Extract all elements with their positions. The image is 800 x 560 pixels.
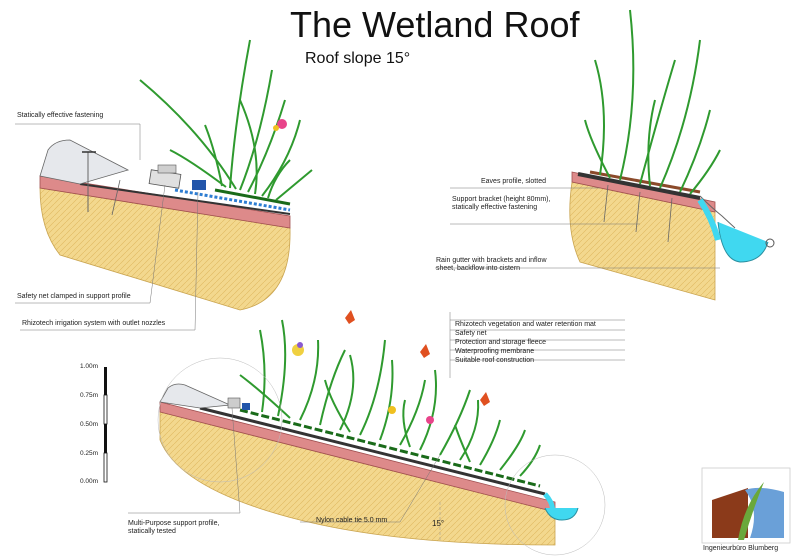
gutter-hook	[765, 238, 775, 248]
flower	[277, 119, 287, 129]
label-roof-construction: Suitable roof construction	[455, 357, 534, 364]
membrane-bottom	[199, 406, 546, 496]
scale-label-075: 0.75m	[80, 392, 99, 399]
label-fleece: Protection and storage fleece	[455, 339, 547, 346]
scale-label-050: 0.50m	[80, 421, 99, 428]
page-subtitle: Roof slope 15°	[305, 50, 411, 67]
scale-label-025: 0.25m	[80, 450, 99, 457]
gutter-bottom	[544, 507, 579, 521]
label-safety-net-clamped: Safety net clamped in support profile	[17, 293, 131, 300]
scale-label-100: 1.00m	[80, 363, 99, 370]
veg-mat-bottom	[239, 408, 541, 488]
page-title: The Wetland Roof	[290, 4, 580, 45]
grass-top-right	[584, 9, 721, 195]
label-support-bracket: Support bracket (height 80mm), staticall…	[452, 196, 551, 211]
irrigation-bottom	[242, 403, 250, 410]
insulation-body	[39, 187, 291, 311]
label-membrane: Waterproofing membrane	[455, 348, 535, 355]
rain-gutter	[717, 221, 769, 263]
grass-top-left	[139, 39, 313, 201]
veg-mat	[214, 188, 291, 206]
irrigation-pipe	[174, 188, 291, 212]
flower-center	[273, 125, 279, 131]
insulation-body-right	[569, 181, 716, 301]
flowers-bottom	[292, 310, 490, 424]
detail-circles	[157, 357, 606, 556]
label-multi-purpose: Multi-Purpose support profile, staticall…	[128, 520, 220, 535]
scale-bar	[103, 367, 108, 483]
irrigation-nozzle	[192, 180, 206, 190]
label-irrigation: Rhizotech irrigation system with outlet …	[22, 320, 166, 327]
membrane-right	[577, 172, 701, 200]
label-eaves-profile: Eaves profile, slotted	[481, 178, 546, 185]
membrane-layer	[79, 183, 291, 215]
leader-lines	[15, 123, 720, 523]
label-veg-mat: Rhizotech vegetation and water retention…	[455, 321, 596, 328]
brackets-right	[603, 184, 673, 243]
label-safety-net: Safety net	[455, 330, 487, 337]
company-name: Ingenieurbüro Blumberg	[703, 545, 779, 552]
label-static-fastening: Statically effective fastening	[17, 112, 104, 119]
label-angle: 15°	[432, 519, 445, 528]
scale-label-000: 0.00m	[80, 478, 99, 485]
clamp	[157, 164, 177, 174]
company-logo	[701, 467, 791, 544]
water-flow	[697, 198, 721, 241]
detail-top-left	[39, 39, 313, 311]
eaves-profile-bottom	[159, 383, 232, 409]
label-rain-gutter: Rain gutter with brackets and inflow she…	[436, 257, 547, 272]
fastening-screw-2	[111, 179, 121, 216]
detail-top-right	[569, 9, 775, 301]
support-profile-bottom	[227, 397, 241, 409]
eaves-profile	[39, 139, 130, 185]
label-nylon-tie: Nylon cable tie 5.0 mm	[316, 517, 388, 524]
